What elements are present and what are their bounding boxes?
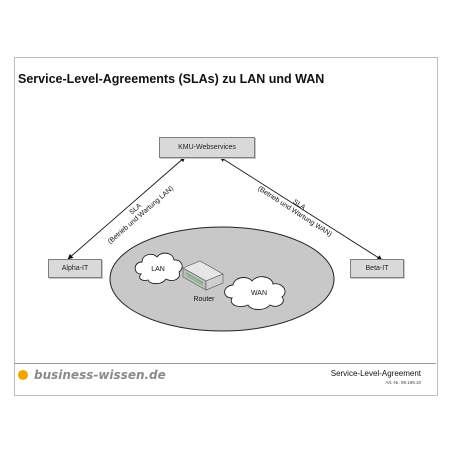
- node-beta-it: Beta-IT: [350, 259, 404, 278]
- wan-cloud: [224, 276, 286, 310]
- document-title: Service-Level-Agreement: [330, 369, 421, 378]
- footer-divider: [14, 363, 436, 364]
- node-kmu-webservices-label: KMU-Webservices: [178, 144, 236, 151]
- node-kmu-webservices: KMU-Webservices: [159, 137, 255, 158]
- node-alpha-it: Alpha-IT: [48, 259, 102, 278]
- sla-wan-arrow: [219, 156, 383, 261]
- lan-label: LAN: [151, 266, 165, 273]
- sla-lan-arrow: [67, 156, 186, 260]
- router-icon: [182, 260, 224, 291]
- sla-wan-sublabel: (Betrieb und Wartung WAN): [256, 185, 332, 238]
- page-title: Service-Level-Agreements (SLAs) zu LAN u…: [18, 72, 325, 86]
- brand-name: business-wissen.de: [34, 368, 166, 382]
- node-alpha-it-label: Alpha-IT: [61, 265, 89, 272]
- brand-logo-dot: [18, 370, 28, 380]
- router-label: Router: [193, 296, 215, 303]
- article-number: Art.-Nr. 99.199.10: [385, 380, 421, 385]
- node-beta-it-label: Beta-IT: [365, 265, 389, 272]
- lan-cloud: [134, 252, 183, 285]
- wan-label: WAN: [251, 290, 267, 297]
